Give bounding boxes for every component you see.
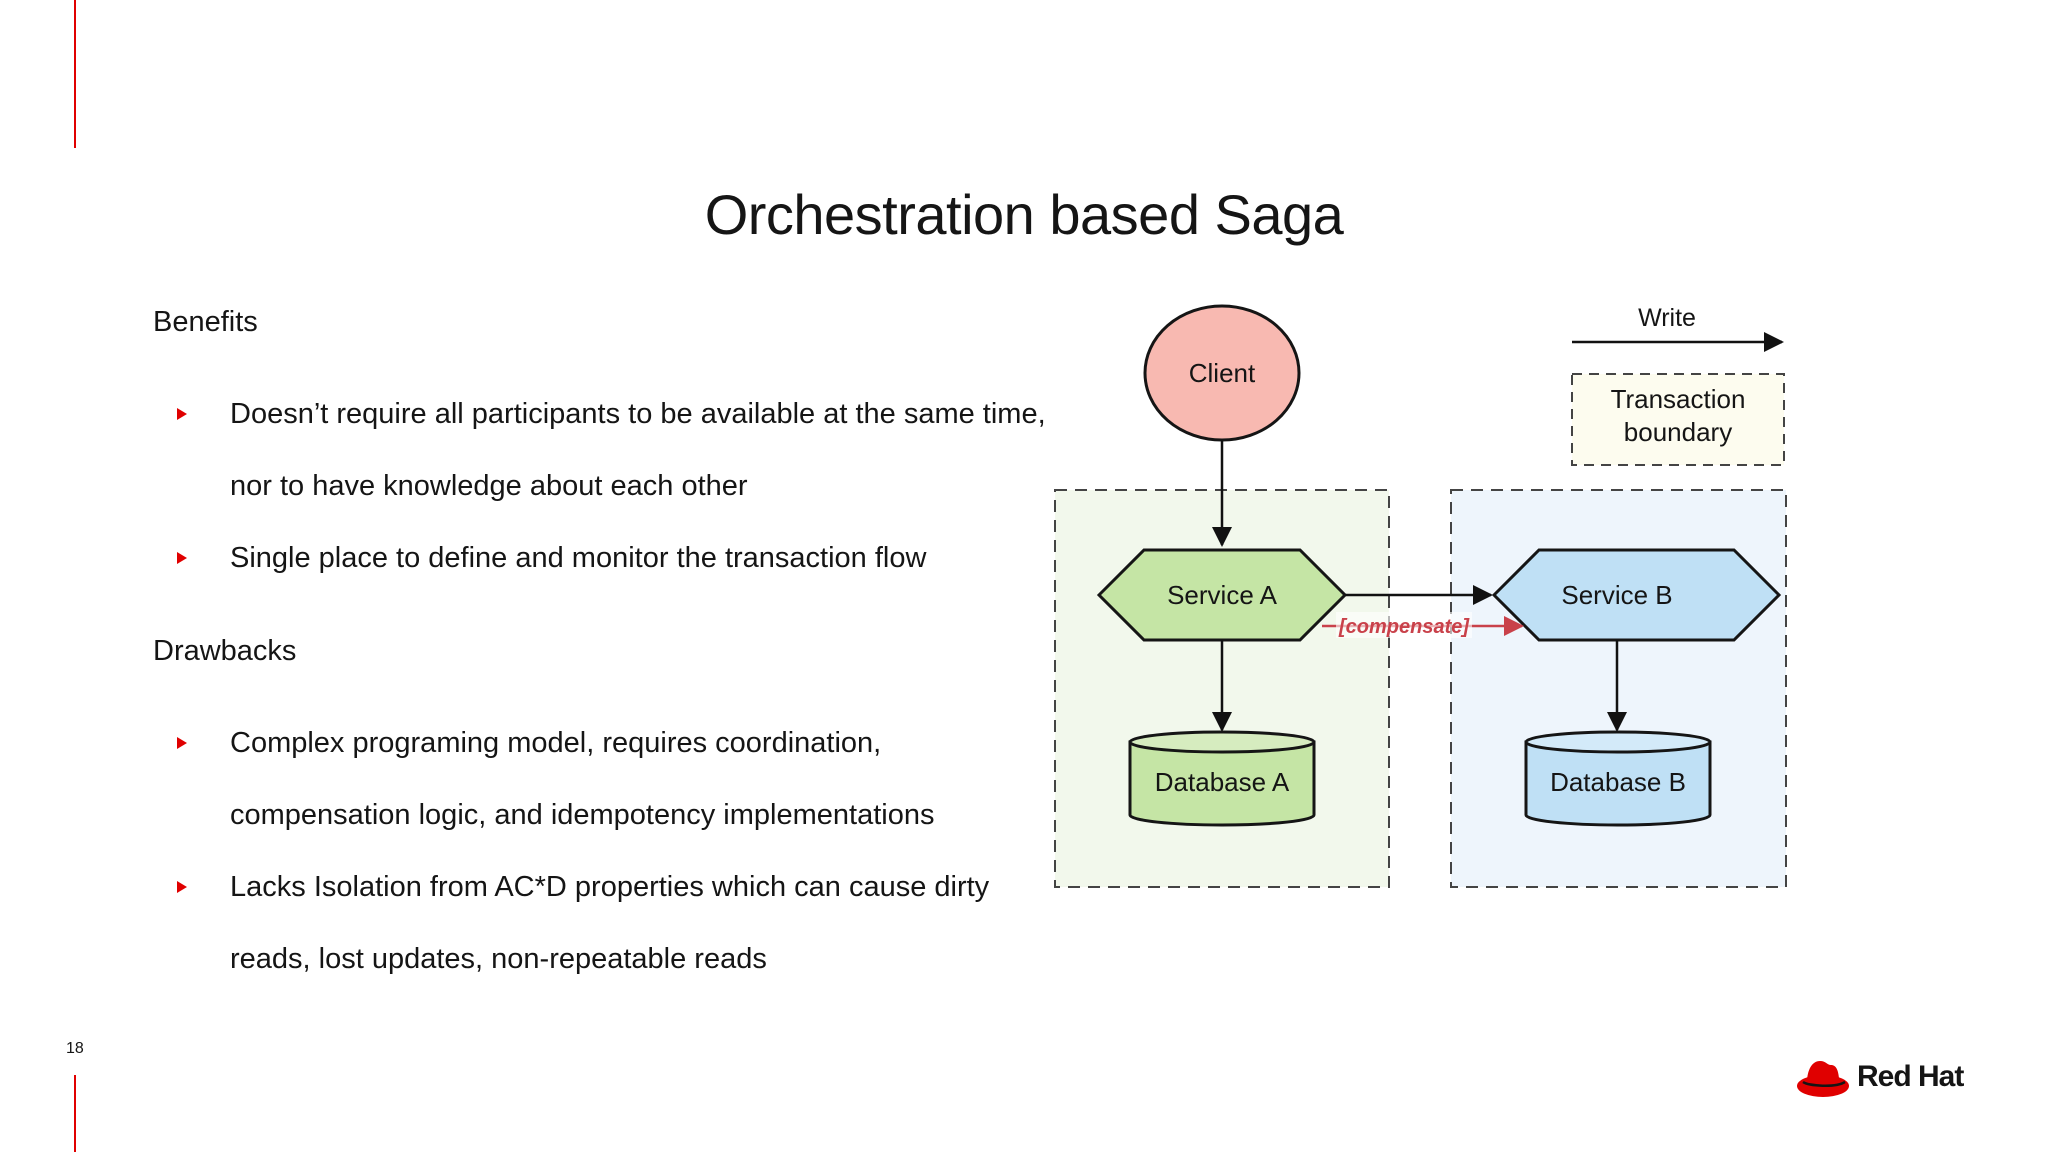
database-a-body xyxy=(1128,740,1316,827)
compensate-label: [compensate] xyxy=(1338,616,1470,638)
bullet-triangle-icon xyxy=(177,408,187,420)
database-b-body xyxy=(1524,740,1712,827)
database-a-label: Database A xyxy=(1155,767,1290,797)
service-a-label: Service A xyxy=(1167,580,1277,610)
saga-diagram: Write Transaction boundary Client Servic… xyxy=(1040,290,1820,910)
benefit-item: Single place to define and monitor the t… xyxy=(153,522,1053,594)
bullet-triangle-icon xyxy=(177,737,187,749)
benefit-text: Single place to define and monitor the t… xyxy=(230,542,927,574)
database-b-top xyxy=(1524,730,1712,754)
drawback-text: Lacks Isolation from AC*D properties whi… xyxy=(230,871,990,975)
legend-boundary-label-line2: boundary xyxy=(1624,417,1732,447)
drawbacks-heading: Drawbacks xyxy=(153,635,297,667)
drawback-text: Complex programing model, requires coord… xyxy=(230,727,935,831)
bullet-triangle-icon xyxy=(177,881,187,893)
saga-diagram-svg: Write Transaction boundary Client Servic… xyxy=(1054,304,1787,888)
slide-number: 18 xyxy=(66,1040,84,1057)
benefits-heading: Benefits xyxy=(153,306,258,338)
red-hat-logo: Red Hat xyxy=(1795,1056,1965,1102)
compensate-label-bg xyxy=(1336,612,1472,638)
red-hat-logo-text: Red Hat xyxy=(1857,1060,1964,1093)
legend-boundary-label-line1: Transaction xyxy=(1611,384,1746,414)
accent-line-top xyxy=(74,0,76,148)
red-hat-fedora-icon xyxy=(1797,1061,1849,1097)
drawback-item: Complex programing model, requires coord… xyxy=(153,707,1053,851)
benefit-item: Doesn’t require all participants to be a… xyxy=(153,378,1053,522)
client-label: Client xyxy=(1189,358,1256,388)
bullet-triangle-icon xyxy=(177,552,187,564)
legend-write-label: Write xyxy=(1638,304,1696,332)
service-b-node xyxy=(1491,548,1782,642)
slide-title: Orchestration based Saga xyxy=(704,182,1344,246)
benefits-list: Doesn’t require all participants to be a… xyxy=(153,378,1053,594)
legend-boundary-box xyxy=(1571,373,1785,466)
database-a-top xyxy=(1128,730,1316,754)
database-b-label: Database B xyxy=(1550,767,1686,797)
service-b-label: Service B xyxy=(1561,580,1672,610)
drawbacks-list: Complex programing model, requires coord… xyxy=(153,707,1053,995)
accent-line-bottom xyxy=(74,1075,76,1152)
drawback-item: Lacks Isolation from AC*D properties whi… xyxy=(153,851,1053,995)
benefit-text: Doesn’t require all participants to be a… xyxy=(230,398,1046,502)
